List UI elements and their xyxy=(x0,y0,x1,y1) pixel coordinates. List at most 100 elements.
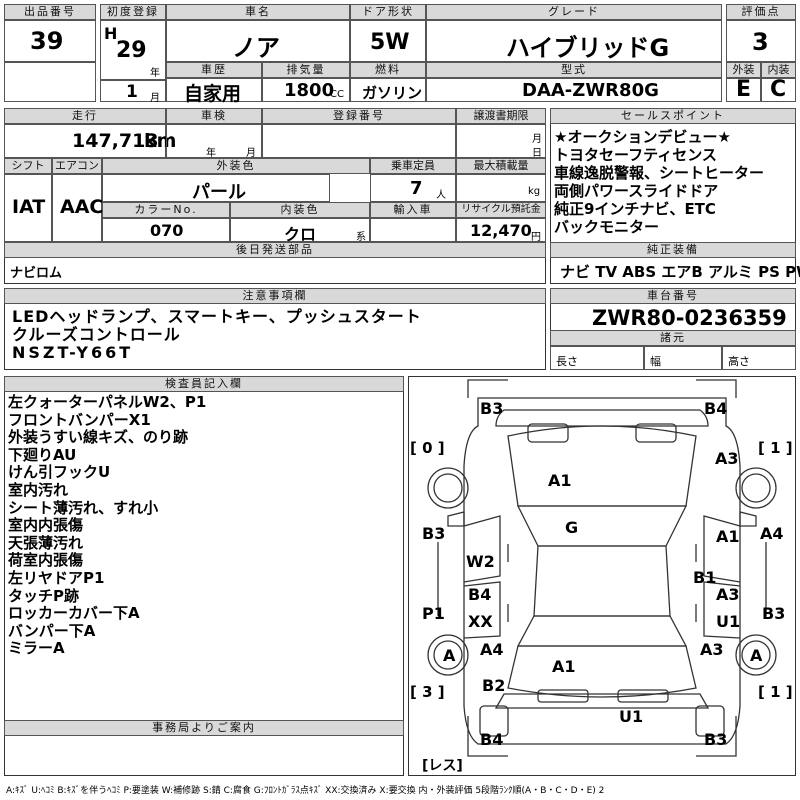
dmg-label-a-rr-wheel: A xyxy=(750,646,763,665)
model-code-header: 型式 xyxy=(426,62,722,78)
dmg-label-a3-lower: A3 xyxy=(700,640,724,659)
genuine-equipment-value: ナビ TV ABS エアB アルミ PS PW xyxy=(560,263,800,281)
inspector-note: 天張薄汚れ xyxy=(8,533,84,552)
dmg-label-tl: B3 xyxy=(480,399,504,418)
interior-header: 内装 xyxy=(761,62,796,78)
color-no-header: カラーNo. xyxy=(102,202,230,218)
first-reg-header: 初度登録 xyxy=(100,4,166,20)
width-cell xyxy=(644,346,722,370)
dmg-label-u1-mid: U1 xyxy=(716,612,741,631)
lr-count: [ 3 ] xyxy=(410,683,445,701)
inspector-note: シート薄汚れ、すれ小 xyxy=(8,498,159,517)
dmg-label-a3-rf: A3 xyxy=(715,449,739,468)
dmg-label-b3-right: B3 xyxy=(762,604,786,623)
score-cell xyxy=(726,20,796,62)
note-item: クルーズコントロール xyxy=(12,325,181,344)
dmg-label-g-glass: G xyxy=(565,518,579,537)
color-no-cell xyxy=(102,218,230,242)
history-header: 車歴 xyxy=(166,62,262,78)
int-color-cell xyxy=(230,218,370,242)
inspector-note: 左クォーターパネルW2、P1 xyxy=(8,393,207,411)
score-value: 3 xyxy=(752,28,769,56)
transfer-day-unit: 日 xyxy=(532,148,542,159)
notes-list: LEDヘッドランプ、スマートキー、プッシュスタート クルーズコントロール NSZ… xyxy=(12,308,422,362)
shift-cell xyxy=(4,174,52,242)
model-code-value: DAA-ZWR80G xyxy=(522,80,659,101)
note-item: NSZT-Y66T xyxy=(12,343,134,362)
chassis-header: 車台番号 xyxy=(550,288,796,304)
mileage-header: 走行 xyxy=(4,108,166,124)
lot-no-value: 39 xyxy=(30,27,64,55)
dmg-label-a3-mid: A3 xyxy=(716,585,740,604)
sales-point-item: 純正9インチナビ、ETC xyxy=(554,200,716,218)
inspector-note: 室内内張傷 xyxy=(8,516,84,535)
rr-count: [ 1 ] xyxy=(758,683,793,701)
inspector-note: 室内汚れ xyxy=(8,480,69,499)
sales-points-list: ★オークションデビュー★ トヨタセーフティセンス 車線逸脱警報、シートヒーター … xyxy=(554,128,794,236)
dmg-label-w2: W2 xyxy=(466,552,495,571)
inspector-note: ミラーA xyxy=(8,639,65,658)
aircon-header: エアコン xyxy=(52,158,102,174)
inspector-note: ロッカーカバー下A xyxy=(8,604,140,623)
exterior-grade-value: E xyxy=(736,77,752,102)
inspector-note: 左リヤドアP1 xyxy=(8,568,105,587)
interior-cell xyxy=(761,78,796,102)
ext-color-header: 外装色 xyxy=(102,158,370,174)
dmg-label-p1: P1 xyxy=(422,604,445,623)
height-cell xyxy=(722,346,796,370)
sales-point-item: 車線逸脱警報、シートヒーター xyxy=(554,164,765,182)
recycle-header: リサイクル預託金 xyxy=(456,202,546,218)
year-unit: 年 xyxy=(150,68,160,79)
inspector-note: けん引フックU xyxy=(8,463,111,482)
km-unit: km xyxy=(144,130,177,152)
notes-header: 注意事項欄 xyxy=(4,288,546,304)
history-value: 自家用 xyxy=(184,83,242,105)
car-name-header: 車名 xyxy=(166,4,350,20)
dmg-label-u1-bumper: U1 xyxy=(619,707,644,726)
dmg-label-a1-rear: A1 xyxy=(552,657,576,676)
interior-grade-value: C xyxy=(770,77,787,102)
car-name-cell xyxy=(166,20,350,62)
dmg-label-xx: XX xyxy=(468,612,493,631)
inspector-note: 下廻りAU xyxy=(8,445,77,464)
door-cell xyxy=(350,20,426,62)
later-parts-value: ナビロム xyxy=(10,266,63,281)
grade-header: グレード xyxy=(426,4,722,20)
recycle-cell xyxy=(456,218,546,242)
height-label: 高さ xyxy=(728,355,750,368)
grade-value: ハイブリッドG xyxy=(506,34,670,62)
transfer-month-unit: 月 xyxy=(532,134,542,145)
max-load-cell xyxy=(456,174,546,202)
car-name-value: ノア xyxy=(232,34,280,62)
aircon-value: AAC xyxy=(60,196,104,218)
inspector-note: 荷室内張傷 xyxy=(8,551,84,570)
dmg-label-a1-hood: A1 xyxy=(548,471,572,490)
dmg-label-b4-bl: B4 xyxy=(480,730,504,749)
door-header: ドア形状 xyxy=(350,4,426,20)
insp-year-unit: 年 xyxy=(206,148,216,159)
reg-no-cell xyxy=(262,124,456,158)
max-load-header: 最大積載量 xyxy=(456,158,546,174)
transfer-deadline-cell xyxy=(456,124,546,158)
ext-color-value: パール xyxy=(192,182,246,203)
history-cell xyxy=(166,78,262,102)
sales-point-item: バックモニター xyxy=(554,218,660,236)
fuel-value: ガソリン xyxy=(362,84,423,102)
kei-unit: 系 xyxy=(356,232,366,243)
color-no-value: 070 xyxy=(150,221,184,240)
inspector-header: 検査員記入欄 xyxy=(4,376,404,392)
lot-no-header: 出品番号 xyxy=(4,4,96,20)
reg-no-header: 登録番号 xyxy=(262,108,456,124)
door-value: 5W xyxy=(370,30,410,55)
score-header: 評価点 xyxy=(726,4,796,20)
persons-unit: 人 xyxy=(436,190,446,201)
sales-points-header: セールスポイント xyxy=(550,108,796,124)
damage-diagram-block xyxy=(408,376,796,776)
later-parts-header: 後日発送部品 xyxy=(4,242,546,258)
dmg-label-b1: B1 xyxy=(693,568,717,587)
fuel-cell xyxy=(350,78,426,102)
dmg-label-b3-br: B3 xyxy=(704,730,728,749)
mileage-value: 147,713 xyxy=(72,130,159,152)
displacement-cell xyxy=(262,78,350,102)
first-reg-month-cell xyxy=(100,80,166,102)
